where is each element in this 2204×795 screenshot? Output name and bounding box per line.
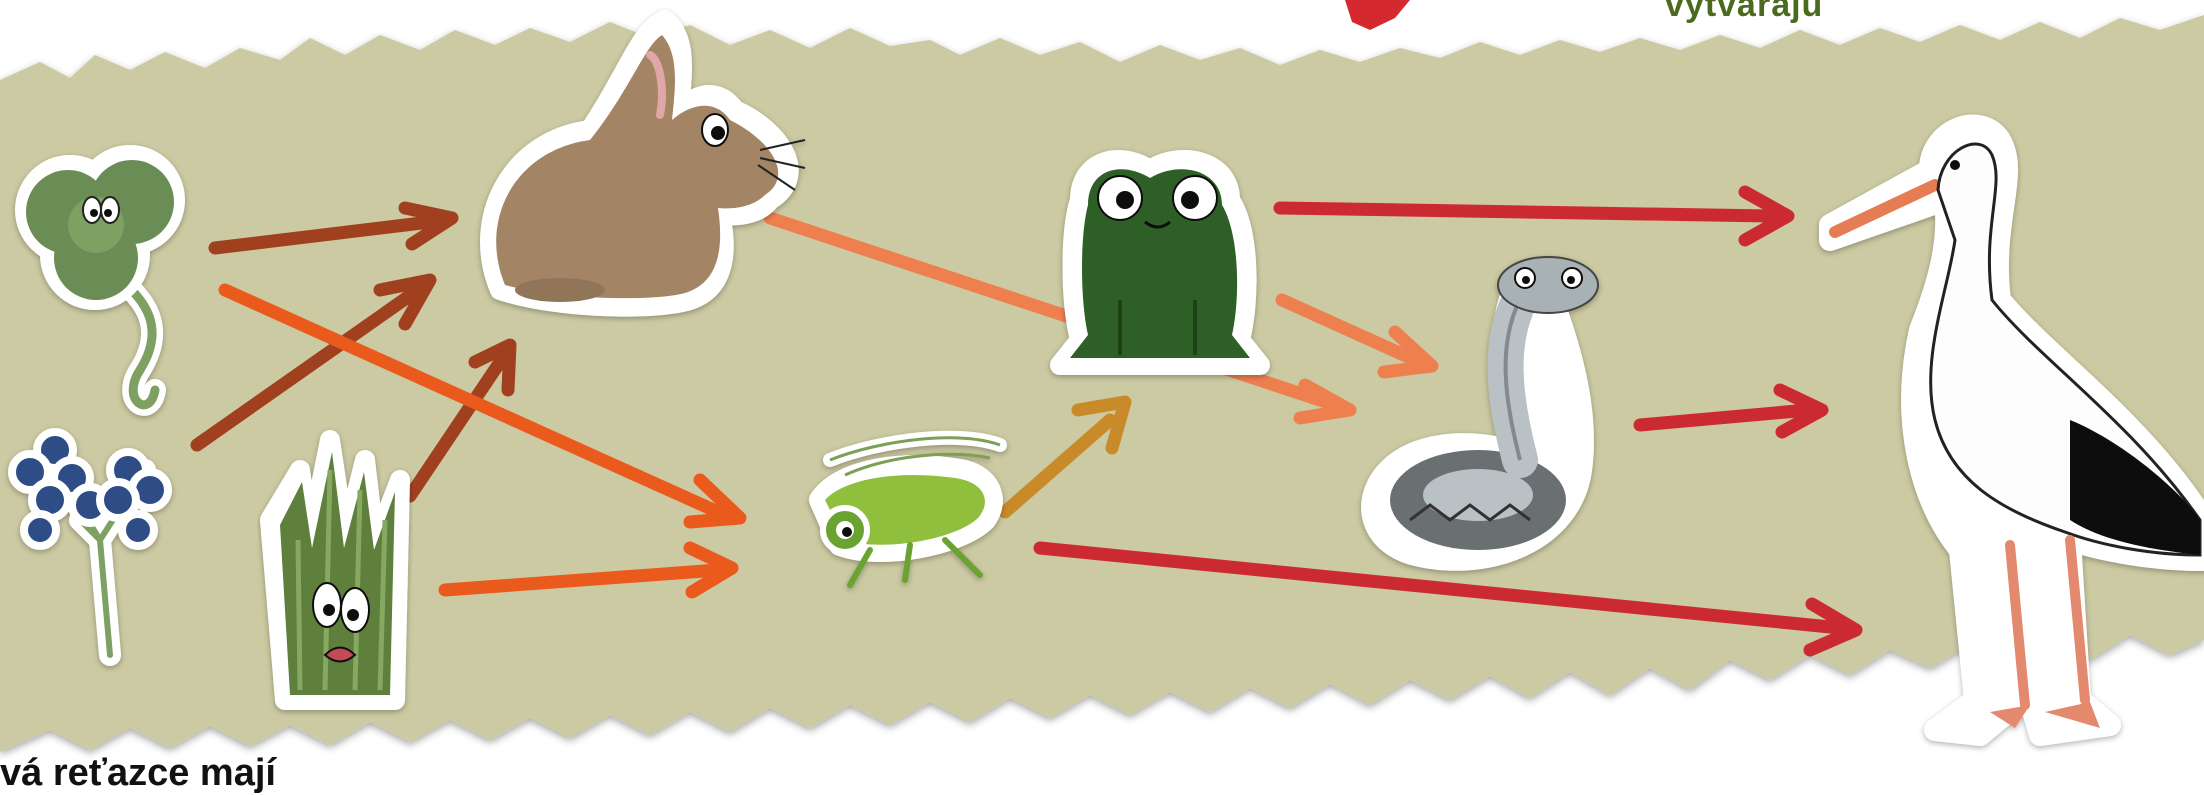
red-marker-stroke bbox=[1345, 0, 1410, 30]
top-caption: vytvárajú bbox=[1665, 0, 1823, 25]
bottom-caption: vá reťazce mají bbox=[0, 752, 276, 795]
frog-illustration bbox=[1060, 160, 1260, 365]
